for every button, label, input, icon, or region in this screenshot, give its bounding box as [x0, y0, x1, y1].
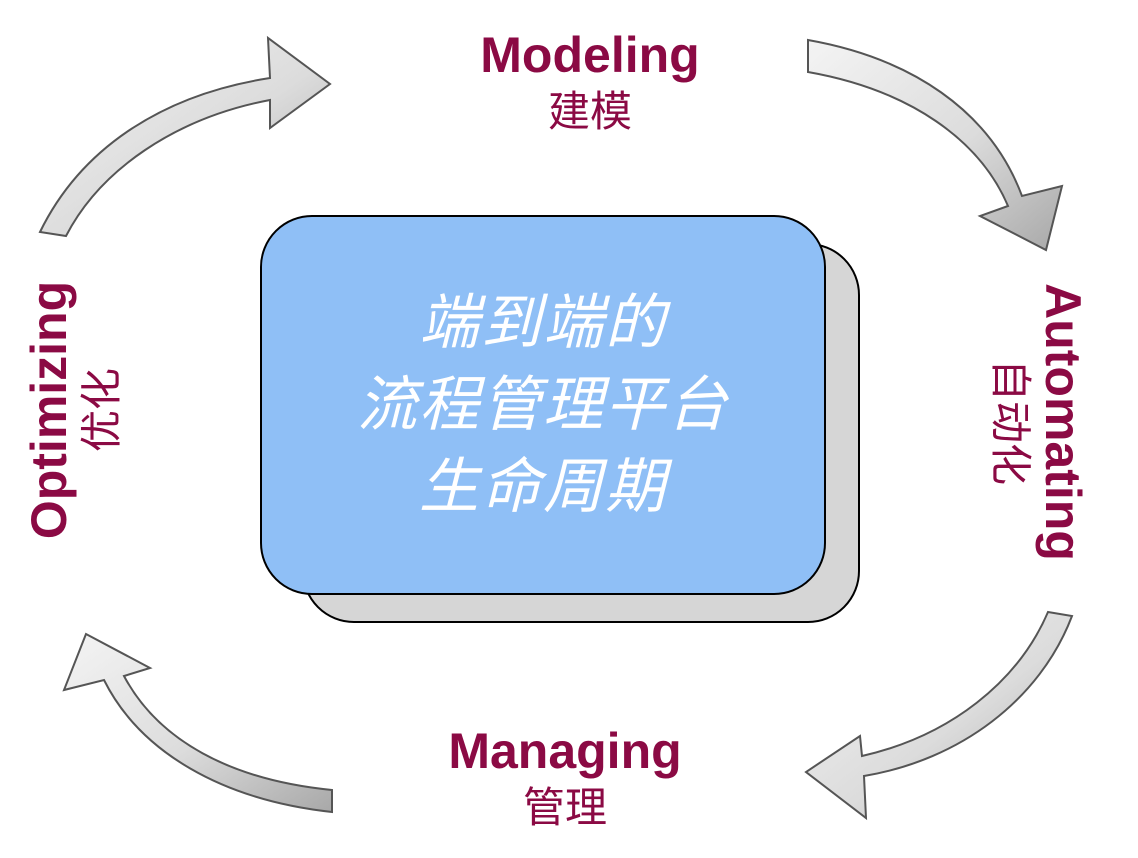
stage-managing-zh: 管理: [522, 783, 607, 832]
arrow-automating-to-managing: [804, 610, 1074, 821]
stage-modeling: Modeling 建模: [440, 26, 740, 140]
arrow-managing-to-optimizing: [62, 632, 333, 814]
center-box: 端到端的 流程管理平台 生命周期: [260, 215, 826, 595]
stage-modeling-en: Modeling: [480, 27, 700, 83]
stage-optimizing-en: Optimizing: [21, 280, 77, 540]
arrow-modeling-to-automating: [807, 38, 1064, 252]
stage-automating-zh: 自动化: [986, 358, 1035, 485]
stage-managing: Managing 管理: [410, 722, 720, 836]
stage-managing-en: Managing: [448, 723, 682, 779]
stage-modeling-zh: 建模: [547, 87, 632, 136]
center-title-line-3: 生命周期: [419, 452, 667, 522]
stage-optimizing-zh: 优化: [77, 368, 126, 453]
stage-automating-en: Automating: [1035, 283, 1091, 561]
center-title-line-2: 流程管理平台: [357, 370, 729, 440]
stage-optimizing: Optimizing 优化: [21, 265, 128, 555]
arrow-optimizing-to-modeling: [38, 35, 332, 238]
center-title-line-1: 端到端的: [419, 288, 667, 358]
stage-automating: Automating 自动化: [986, 272, 1091, 572]
